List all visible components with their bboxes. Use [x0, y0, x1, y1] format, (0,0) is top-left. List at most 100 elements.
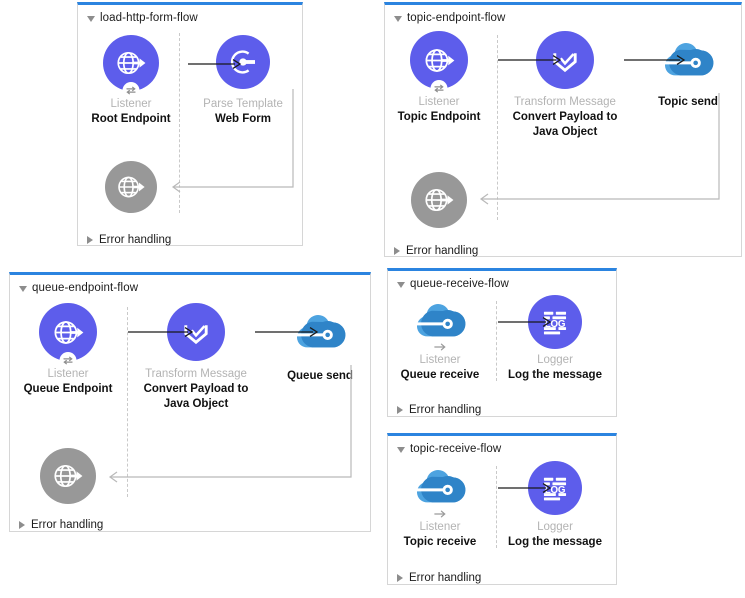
node-circle[interactable] [40, 448, 96, 504]
svg-text:LOG: LOG [545, 319, 565, 330]
node-name-label: Convert Payload to Java Object [512, 111, 618, 138]
node-type-label: Listener [418, 96, 460, 108]
globe-arrow-icon [425, 188, 454, 212]
svg-text:LOG: LOG [545, 485, 565, 496]
connector-listener-to-parse [188, 57, 244, 71]
flow-title: topic-endpoint-flow [407, 12, 506, 24]
scope-divider [496, 466, 497, 548]
chevron-right-icon[interactable] [397, 574, 403, 582]
chevron-down-icon[interactable] [397, 446, 405, 453]
exchange-badge-icon [430, 80, 448, 97]
node-name-label: Queue Endpoint [23, 383, 113, 395]
connector-parse-to-error-handler [162, 89, 302, 195]
node-labels: Parse Template Web Form [203, 97, 283, 127]
error-handling-row[interactable]: Error handling [394, 244, 478, 258]
node-name-label: Queue send [287, 370, 353, 382]
chevron-down-icon[interactable] [19, 285, 27, 292]
flow-header-queue-endpoint-flow[interactable]: queue-endpoint-flow [19, 281, 138, 295]
chevron-down-icon[interactable] [87, 15, 95, 22]
error-handling-row[interactable]: Error handling [397, 403, 481, 417]
chevron-right-icon[interactable] [394, 247, 400, 255]
chevron-right-icon[interactable] [87, 236, 93, 244]
node-type-label: Listener [110, 98, 152, 110]
node-circle[interactable] [409, 463, 471, 511]
node-circle[interactable] [409, 297, 471, 345]
chevron-right-icon[interactable] [397, 406, 403, 414]
chevron-down-icon[interactable] [394, 15, 402, 22]
error-handling-row[interactable]: Error handling [397, 571, 481, 585]
globe-arrow-icon [54, 320, 83, 344]
node-name-label: Topic send [658, 96, 718, 108]
flow-panel-load-http-form-flow[interactable]: load-http-form-flow [77, 2, 303, 246]
node-name-label: Convert Payload to Java Object [143, 383, 249, 410]
scope-divider [497, 35, 498, 220]
log-icon: LOG [543, 311, 567, 335]
node-name-label: Log the message [508, 536, 602, 548]
flow-panel-topic-receive-flow[interactable]: topic-receive-flow [387, 433, 617, 585]
flow-title: queue-receive-flow [410, 278, 509, 290]
anypoint-mq-cloud-icon [415, 304, 466, 337]
node-labels: Transform Message Convert Payload to Jav… [500, 95, 630, 140]
scope-divider [127, 307, 128, 497]
connector-transform-to-queue-send [255, 325, 325, 339]
node-labels: Listener Topic Endpoint [398, 95, 481, 125]
node-type-label: Logger [537, 521, 573, 533]
error-handling-row[interactable]: Error handling [87, 233, 171, 247]
parse-template-icon [230, 50, 255, 74]
globe-arrow-icon [425, 48, 454, 72]
node-circle[interactable] [410, 31, 468, 89]
node-circle[interactable] [216, 35, 270, 89]
node-type-label: Transform Message [145, 368, 247, 380]
flow-panel-topic-endpoint-flow[interactable]: topic-endpoint-flow [384, 2, 742, 257]
error-handling-row[interactable]: Error handling [19, 518, 103, 532]
scope-divider [179, 33, 180, 213]
node-name-label: Root Endpoint [91, 113, 171, 125]
log-icon: LOG [543, 477, 567, 501]
flow-header-topic-receive-flow[interactable]: topic-receive-flow [397, 442, 501, 456]
connector-transform-to-topic-send [624, 53, 692, 67]
chevron-down-icon[interactable] [397, 281, 405, 288]
arrow-right-badge-icon [432, 508, 448, 520]
connector-topic-send-to-error-handler [470, 93, 730, 205]
node-labels: Transform Message Convert Payload to Jav… [131, 367, 261, 412]
node-circle[interactable] [103, 35, 159, 91]
transform-message-icon [553, 53, 577, 73]
node-labels: Listener Root Endpoint [91, 97, 170, 127]
node-name-label: Topic Endpoint [397, 111, 481, 123]
exchange-badge-icon [59, 352, 77, 369]
error-handling-label: Error handling [409, 572, 482, 584]
flow-header-load-http-form-flow[interactable]: load-http-form-flow [87, 11, 198, 25]
node-type-label: Logger [537, 354, 573, 366]
flow-header-topic-endpoint-flow[interactable]: topic-endpoint-flow [394, 11, 505, 25]
anypoint-mq-cloud-icon [663, 43, 714, 76]
node-type-label: Listener [47, 368, 89, 380]
error-handling-label: Error handling [409, 404, 482, 416]
node-labels: Topic send [658, 95, 718, 110]
node-type-label: Listener [419, 521, 461, 533]
chevron-right-icon[interactable] [19, 521, 25, 529]
flow-title: topic-receive-flow [410, 443, 502, 455]
flow-panel-queue-endpoint-flow[interactable]: queue-endpoint-flow [9, 272, 371, 532]
scope-divider [496, 301, 497, 381]
anypoint-mq-cloud-icon [415, 470, 466, 503]
node-circle[interactable] [39, 303, 97, 361]
connector-listener-to-logger [498, 481, 558, 495]
node-circle[interactable] [657, 35, 719, 85]
connector-listener-to-logger [498, 315, 558, 329]
node-name-label: Log the message [508, 369, 602, 381]
globe-arrow-icon [118, 176, 145, 198]
flow-panel-queue-receive-flow[interactable]: queue-receive-flow [387, 268, 617, 417]
connector-listener-to-transform [128, 325, 198, 339]
node-circle[interactable] [411, 172, 467, 228]
node-labels: Listener Queue Endpoint [24, 367, 113, 397]
node-name-label: Queue receive [400, 369, 480, 381]
globe-arrow-icon [117, 51, 146, 75]
node-type-label: Listener [419, 354, 461, 366]
node-labels: Listener Topic receive [404, 520, 477, 550]
flow-title: queue-endpoint-flow [32, 282, 139, 294]
error-handling-label: Error handling [31, 519, 104, 531]
node-labels: Listener Queue receive [401, 353, 480, 383]
node-circle[interactable] [105, 161, 157, 213]
flow-header-queue-receive-flow[interactable]: queue-receive-flow [397, 277, 509, 291]
